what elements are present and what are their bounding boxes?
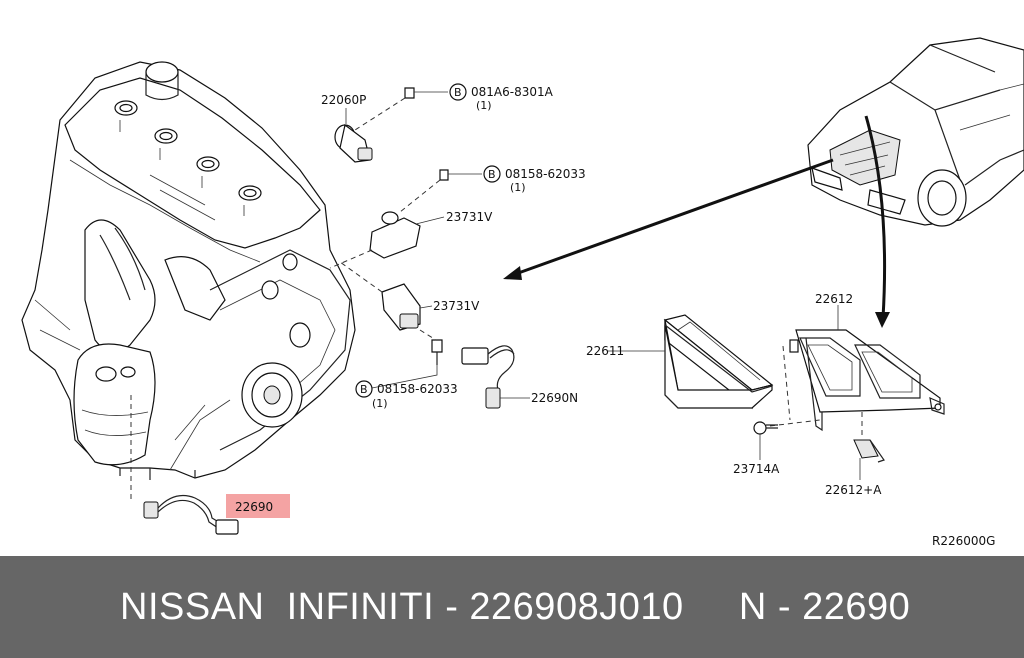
ecm-bracket: 22612 (769, 292, 945, 438)
bolt-symbol-3: B (360, 383, 368, 396)
label-22612: 22612 (815, 292, 853, 306)
label-23731v-upper: 23731V (446, 210, 493, 224)
bolt-08158-lower: B 08158-62033 (1) (355, 365, 458, 410)
vehicle-drawing (807, 37, 1024, 227)
clip-22612a: 22612+A (825, 439, 885, 497)
parts-diagram: 22060P B 081A6-8301A (1) 23731V B 08158-… (21, 37, 1024, 548)
bolt-23714a: 23714A (733, 421, 780, 476)
label-23731v-lower: 23731V (433, 299, 480, 313)
bolt-08158-upper: B 08158-62033 (1) (399, 165, 586, 213)
pointer-arrows (503, 115, 890, 328)
label-08158-upper-code: 08158-62033 (505, 167, 586, 181)
catalytic-converter (73, 343, 156, 466)
cam-position-sensor-lower: 23731V (339, 261, 480, 365)
part-info-banner: NISSAN INFINITI - 226908J010 N - 22690 (0, 556, 1024, 658)
label-081a6-code: 081A6-8301A (471, 85, 554, 99)
label-23714a: 23714A (733, 462, 780, 476)
engine-drawing (21, 61, 356, 480)
label-22612a: 22612+A (825, 483, 882, 497)
ecm-module: 22611 (586, 314, 774, 410)
oxygen-sensor-22690 (130, 395, 239, 535)
bolt-081a6: B 081A6-8301A (1) (354, 83, 554, 131)
bolt-symbol-2: B (488, 168, 496, 181)
label-22611: 22611 (586, 344, 624, 358)
label-081a6-qty: (1) (476, 99, 492, 112)
bolt-symbol-1: B (454, 86, 462, 99)
oxygen-sensor-22690n: 22690N (461, 345, 578, 409)
knock-sensor: 22060P (321, 93, 373, 163)
label-08158-lower-qty: (1) (372, 397, 388, 410)
label-22060p: 22060P (321, 93, 366, 107)
part-highlight (226, 494, 290, 518)
part-number-title: NISSAN INFINITI - 226908J010 N - 22690 (120, 585, 911, 628)
label-08158-upper-qty: (1) (510, 181, 526, 194)
spark-plug-wells (114, 100, 262, 216)
crank-pulley (241, 362, 303, 428)
diagram-reference-code: R226000G (932, 534, 995, 548)
cam-position-sensor-upper: 23731V (329, 210, 493, 269)
label-22690: 22690 (235, 500, 273, 514)
label-08158-lower-code: 08158-62033 (377, 382, 458, 396)
label-22690n: 22690N (531, 391, 578, 405)
